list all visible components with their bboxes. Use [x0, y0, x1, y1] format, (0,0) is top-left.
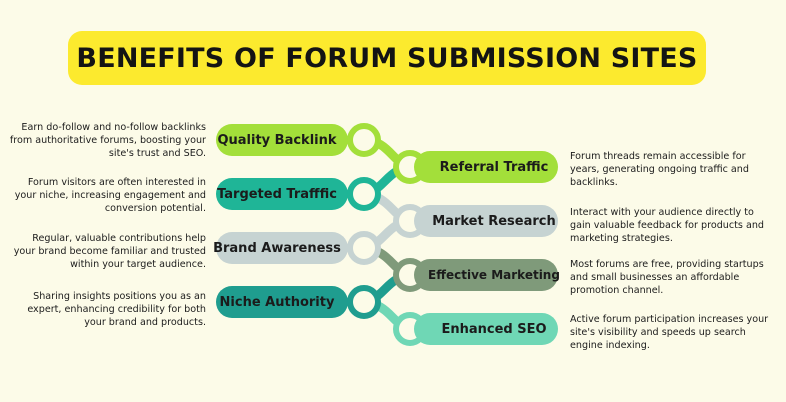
- benefit-pill-targeted-traffic: Targeted Trafffic: [216, 178, 348, 210]
- description-quality-backlink: Earn do-follow and no-follow backlinks f…: [9, 122, 206, 160]
- pill-label: Effective Marketing: [428, 268, 560, 282]
- title-banner: BENEFITS OF FORUM SUBMISSION SITES: [68, 31, 706, 85]
- benefit-pill-brand-awareness: Brand Awareness: [213, 232, 348, 264]
- pill-label: Referral Traffic: [439, 159, 549, 175]
- connector-node: [347, 285, 381, 319]
- page-title: BENEFITS OF FORUM SUBMISSION SITES: [76, 42, 698, 74]
- benefit-pill-market-research: Market Research: [414, 205, 558, 237]
- connector-node: [347, 231, 381, 265]
- description-enhanced-seo: Active forum participation increases you…: [570, 314, 769, 352]
- description-market-research: Interact with your audience directly to …: [570, 207, 765, 245]
- connector-node: [347, 123, 381, 157]
- benefit-pill-effective-marketing: Effective Marketing: [414, 259, 560, 291]
- benefit-pill-referral-traffic: Referral Traffic: [414, 151, 558, 183]
- pill-label: Targeted Trafffic: [217, 186, 337, 202]
- benefit-pill-niche-authority: Niche Authority: [216, 286, 348, 318]
- description-referral-traffic: Forum threads remain accessible for year…: [570, 151, 749, 189]
- pill-label: Quality Backlink: [217, 132, 337, 148]
- pill-label: Market Research: [432, 213, 556, 229]
- benefit-pill-quality-backlink: Quality Backlink: [216, 124, 348, 156]
- pill-label: Brand Awareness: [213, 240, 341, 256]
- description-effective-marketing: Most forums are free, providing startups…: [570, 259, 764, 297]
- description-targeted-traffic: Forum visitors are often interested in y…: [14, 177, 206, 215]
- description-brand-awareness: Regular, valuable contributions help you…: [13, 233, 206, 271]
- connector-node: [347, 177, 381, 211]
- description-niche-authority: Sharing insights positions you as an exp…: [27, 291, 206, 329]
- pill-label: Enhanced SEO: [441, 321, 547, 337]
- benefit-pill-enhanced-seo: Enhanced SEO: [414, 313, 558, 345]
- pill-label: Niche Authority: [219, 294, 335, 310]
